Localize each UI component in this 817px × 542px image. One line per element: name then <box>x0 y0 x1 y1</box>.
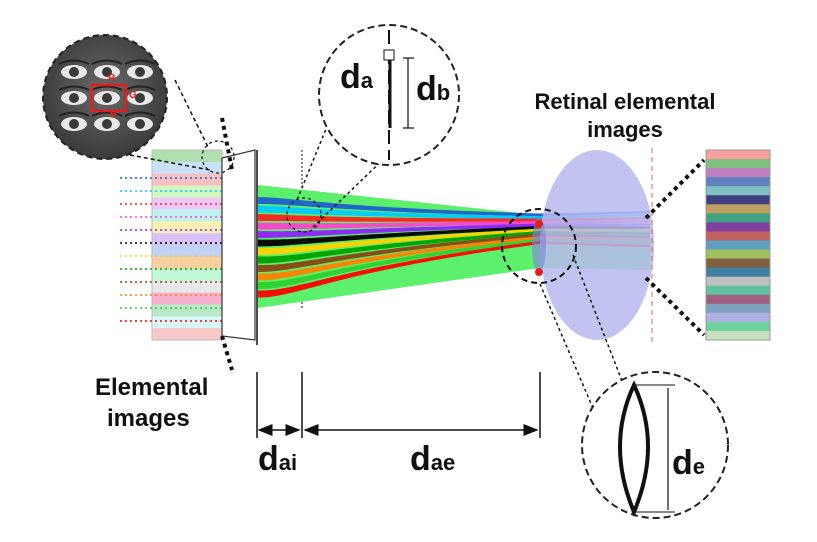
elemental-images-label-line1: Elemental <box>95 374 209 401</box>
retinal-strip <box>706 276 770 287</box>
d-ai-sub: ai <box>278 450 298 475</box>
elemental-strip <box>152 256 222 270</box>
lens-edge-top <box>535 220 543 228</box>
elemental-dotted-lines <box>120 177 222 322</box>
d-ae-sub: ae <box>430 450 456 475</box>
inset-eye <box>124 59 156 79</box>
aperture-inset <box>318 24 460 166</box>
elemental-images-label-line2: images <box>107 405 190 432</box>
inset-letter-b: B <box>110 109 117 120</box>
d-ae-label: dae <box>410 440 455 479</box>
elemental-strip <box>152 328 222 341</box>
d-a-sub: a <box>360 68 374 93</box>
eye-lens-magnifier-circle <box>501 208 577 284</box>
elemental-strip <box>152 173 222 187</box>
retinal-strip <box>706 213 770 223</box>
retinal-strip <box>706 285 770 296</box>
elemental-strip <box>152 268 222 282</box>
elemental-strip <box>152 209 222 222</box>
inset-eye <box>58 85 90 105</box>
eye-ball <box>540 150 654 340</box>
retinal-strip <box>706 159 770 169</box>
retinal-strip <box>706 177 770 187</box>
retinal-strip <box>706 258 770 269</box>
d-e-sub: e <box>692 454 706 479</box>
retinal-strip <box>706 186 770 196</box>
retinal-strip <box>706 321 770 332</box>
elemental-strip <box>152 161 222 175</box>
d-b-sub: b <box>436 80 451 105</box>
retinal-label-line2: images <box>587 117 663 142</box>
inset-eye <box>91 85 123 105</box>
elemental-strip <box>152 245 222 258</box>
inset-eye <box>58 111 90 131</box>
elemental-strip <box>152 185 222 198</box>
lens-edge-bottom <box>535 268 543 276</box>
retinal-elemental-images <box>706 150 770 341</box>
d-b-symbol: db <box>416 70 450 109</box>
inset-eye <box>91 111 123 131</box>
display-panel <box>221 149 256 341</box>
retinal-strip <box>706 231 770 241</box>
d-ai-base: d <box>258 440 279 478</box>
inset-eye <box>124 111 156 131</box>
inset-eye <box>124 85 156 105</box>
inset-eye <box>58 59 90 79</box>
eye-lens <box>532 217 546 273</box>
elemental-strip <box>152 292 222 305</box>
inset-letter-r: R <box>108 73 116 84</box>
retinal-strip <box>706 249 770 260</box>
selected-elemental-frame <box>90 83 128 113</box>
elemental-strip <box>152 233 222 246</box>
elemental-strip <box>152 150 222 163</box>
ray-beam <box>258 205 650 219</box>
elemental-strip <box>152 304 222 317</box>
elemental-strip <box>152 221 222 234</box>
inset-letter-g: G <box>129 90 137 101</box>
d-a-symbol: da <box>340 58 373 97</box>
d-b-base: d <box>416 70 437 108</box>
retinal-label-line1: Retinal elemental <box>534 89 716 114</box>
d-ae-base: d <box>410 440 431 478</box>
retinal-strip <box>706 267 770 278</box>
elemental-image-inset: R G B <box>42 34 168 160</box>
retinal-strip <box>706 222 770 232</box>
display-magnifier-circle <box>201 140 235 174</box>
retinal-strip <box>706 303 770 314</box>
d-e-base: d <box>672 444 693 482</box>
d-e-label: de <box>672 444 705 483</box>
eye-lens-inset <box>581 371 729 519</box>
elemental-strip <box>152 316 222 329</box>
d-ai-label: dai <box>258 440 297 479</box>
retinal-strip <box>706 294 770 305</box>
inset-eye <box>91 59 123 79</box>
retinal-strip <box>706 168 770 178</box>
elemental-images-display <box>152 150 222 341</box>
retinal-strip <box>706 150 770 160</box>
retinal-strip <box>706 312 770 323</box>
retinal-strip <box>706 204 770 214</box>
aperture-magnifier-circle <box>286 197 322 233</box>
elemental-strip <box>152 280 222 293</box>
ray-beam <box>258 197 650 217</box>
d-a-base: d <box>340 58 361 96</box>
retinal-strip <box>706 240 770 251</box>
retinal-strip <box>706 330 770 341</box>
retinal-strip <box>706 195 770 205</box>
